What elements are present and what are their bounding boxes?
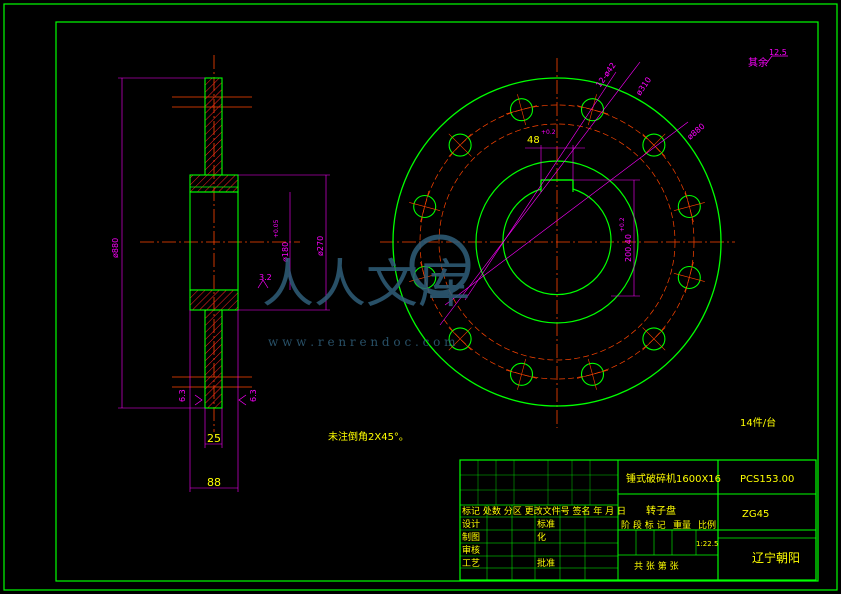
side-hub-dia: ø270: [316, 236, 325, 256]
hole-center-line: [448, 133, 472, 157]
hole-center-line: [673, 273, 705, 282]
hole-center-line: [588, 358, 597, 390]
title-block-text: 锤式破碎机1600X16 转子盘 PCS153.00 ZG45 辽宁朝阳 标记 …: [462, 472, 800, 572]
title-block: [459, 459, 817, 581]
surface-finish: 其余 12.5: [748, 48, 788, 69]
watermark-brand: 人人文库: [262, 255, 470, 315]
bolt-hole: [642, 133, 666, 157]
tb-header-row: 标记 处数 分区 更改文件号 签名 年 月 日: [462, 505, 626, 517]
bolt-hole: [677, 265, 701, 290]
hole-center-line: [642, 133, 666, 157]
side-roughness: 3.2: [259, 273, 272, 282]
side-thickness-2: 88: [207, 476, 221, 489]
tb-scale-label: 比例: [698, 519, 716, 531]
tb-label-standard: 标准: [537, 518, 555, 530]
side-view: ø880 ø270 ø180 +0.05 3.2 6.3 6.3 25 88: [111, 55, 330, 492]
chamfer-note: 未注倒角2X45°。: [328, 430, 409, 443]
front-outer-dia: ø880: [686, 122, 707, 142]
front-keyway-h-tol: +0.2: [619, 217, 626, 232]
bolt-hole: [509, 362, 534, 386]
tb-part-name: 转子盘: [646, 504, 676, 517]
hole-center-line: [517, 94, 526, 126]
surface-finish-value: 12.5: [769, 48, 787, 57]
bolt-hole: [413, 194, 437, 219]
front-view: 12-ø42 ø310 ø880 48 +0.2 200.40 +0.2: [380, 58, 735, 428]
bolt-hole: [677, 194, 701, 219]
side-outer-dia: ø880: [111, 238, 120, 258]
watermark: 人人文库 w w w . r e n r e n d o c . c o m: [262, 234, 471, 349]
bolt-hole: [448, 133, 472, 157]
hole-center-line: [588, 94, 597, 126]
tb-label-design: 设计: [462, 518, 480, 530]
hole-center-line: [409, 202, 441, 211]
side-thickness-1: 25: [207, 432, 221, 445]
hole-center-line: [448, 327, 472, 351]
bolt-hole: [509, 98, 534, 122]
outer-frame: [3, 3, 838, 591]
tb-material: ZG45: [742, 509, 769, 520]
quantity-note: 14件/台: [740, 416, 776, 429]
front-keyway-w-tol: +0.2: [541, 129, 556, 136]
tb-label-approve: 批准: [537, 557, 555, 569]
front-hole-circle-dia: ø310: [634, 75, 653, 97]
side-bore-tol: +0.05: [273, 219, 280, 238]
side-bore-dia: ø180: [281, 242, 290, 262]
side-roughness-left: 6.3: [178, 389, 187, 402]
tb-label-check: 审核: [462, 544, 480, 556]
tb-label-process: 工艺: [462, 558, 480, 569]
tb-stage-row: 阶 段 标 记: [621, 519, 666, 531]
hole-center-line: [517, 358, 526, 390]
bolt-hole: [448, 327, 472, 351]
watermark-url: w w w . r e n r e n d o c . c o m: [268, 335, 456, 349]
tb-drawing-no: PCS153.00: [740, 474, 794, 485]
surface-finish-label: 其余: [748, 56, 768, 69]
hole-center-line: [642, 327, 666, 351]
front-keyway-h: 200.40: [624, 234, 633, 262]
tb-company: 辽宁朝阳: [752, 550, 800, 565]
front-keyway-w: 48: [527, 135, 540, 146]
bolt-hole: [642, 327, 666, 351]
tb-product: 锤式破碎机1600X16: [626, 472, 721, 485]
tb-label-standard2: 化: [537, 531, 546, 543]
hole-center-line: [673, 202, 705, 211]
tb-label-draw: 制图: [462, 531, 480, 543]
tb-sheets: 共 张 第 张: [634, 560, 679, 572]
tb-scale-value: 1:22.5: [696, 540, 718, 548]
bolt-hole: [580, 362, 605, 386]
tb-weight: 重量: [673, 519, 691, 531]
inner-frame: [55, 21, 819, 582]
side-roughness-right: 6.3: [249, 389, 258, 402]
